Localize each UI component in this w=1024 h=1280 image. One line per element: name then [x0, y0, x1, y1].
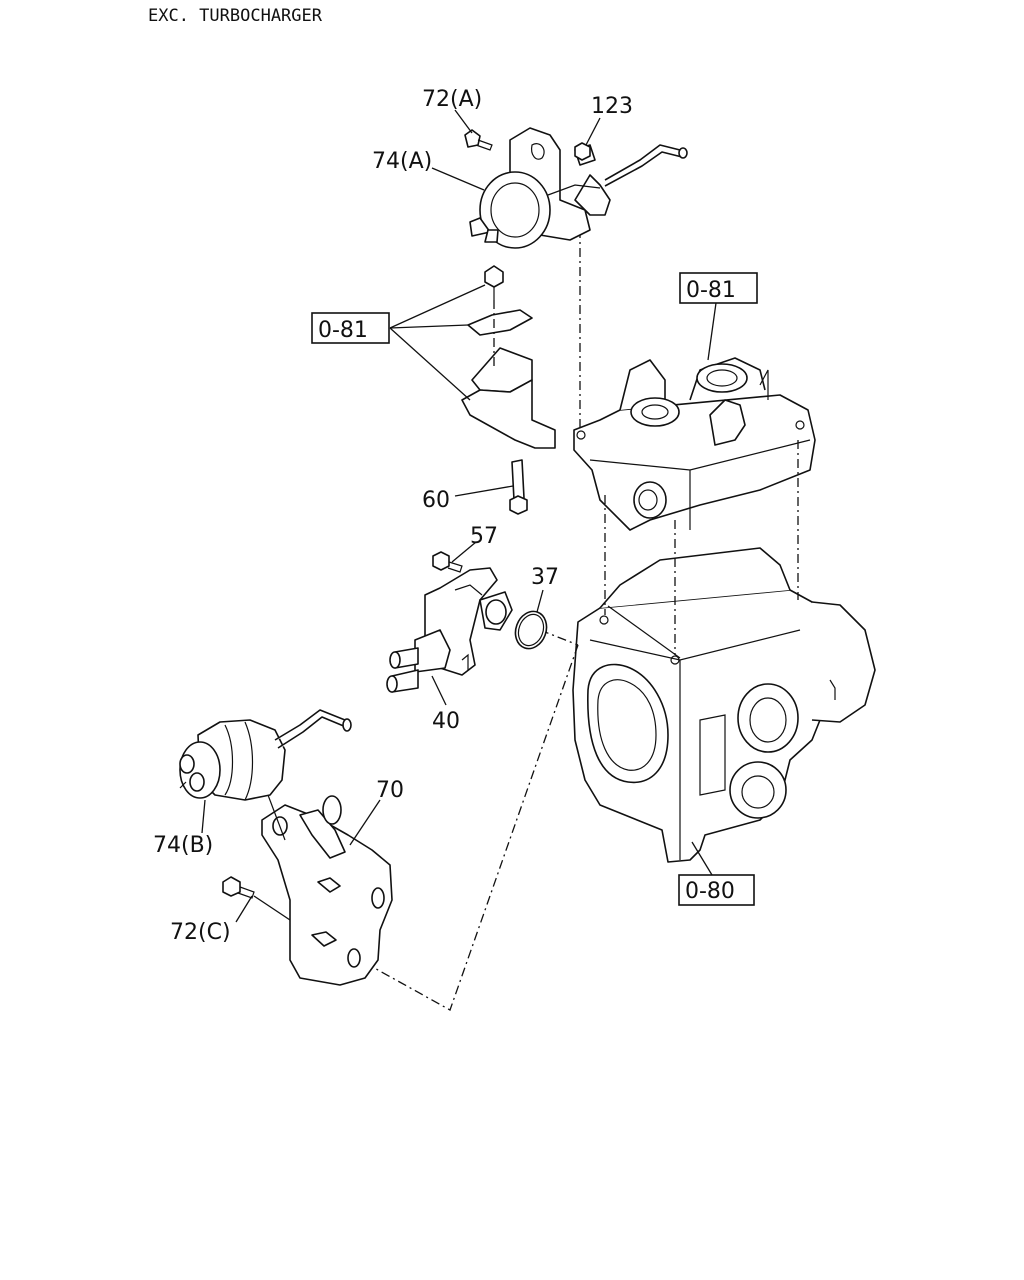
actuator-74a	[469, 127, 688, 249]
nut-123	[574, 142, 591, 161]
bolt-72a	[464, 129, 493, 151]
callout-40: 40	[432, 709, 460, 734]
callout-70: 70	[376, 778, 404, 803]
o-ring-37	[514, 610, 548, 650]
callout-74a: 74(A)	[372, 149, 432, 174]
upper-housing	[573, 357, 816, 531]
valve-40	[386, 567, 513, 693]
callout-080: 0-80	[685, 879, 735, 904]
callout-72c: 72(C)	[170, 920, 231, 945]
callout-72a: 72(A)	[422, 87, 482, 112]
callout-74b: 74(B)	[153, 833, 213, 858]
callout-60: 60	[422, 488, 450, 513]
bolt-60	[509, 459, 528, 515]
callout-37: 37	[531, 565, 559, 590]
bracket-assembly	[461, 265, 556, 449]
bolt-57	[432, 551, 463, 573]
bracket-70	[261, 794, 393, 986]
ref-box-081-left	[311, 312, 390, 344]
ref-box-080	[678, 874, 755, 906]
ref-box-081-right	[679, 272, 758, 304]
diagram-title: EXC. TURBOCHARGER	[148, 6, 323, 26]
callout-081-right: 0-81	[686, 278, 736, 303]
callout-57: 57	[470, 524, 498, 549]
actuator-74b	[179, 709, 352, 801]
callout-081-left: 0-81	[318, 318, 368, 343]
throttle-body	[572, 547, 876, 863]
leader-lines	[201, 109, 717, 923]
bolt-72c	[222, 876, 255, 899]
callout-123: 123	[591, 94, 633, 119]
